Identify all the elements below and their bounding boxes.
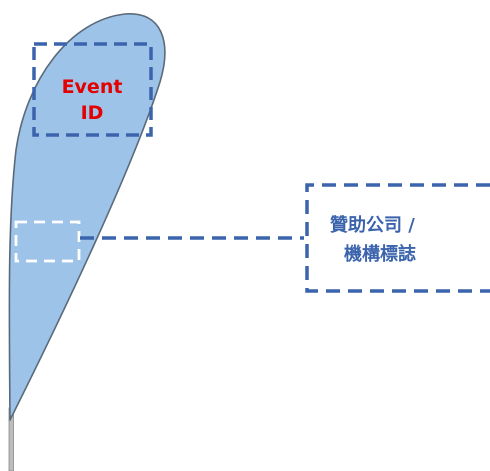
- logo-placement-dashed-box: [14, 220, 81, 263]
- event-id-label-line1: Event: [62, 76, 123, 98]
- sponsor-logo-dashed-box: [305, 183, 490, 293]
- teardrop-flag-body: [8, 13, 166, 421]
- event-id-label-line2: ID: [81, 102, 104, 124]
- event-id-dashed-box: [32, 42, 153, 137]
- sponsor-label-line1: 贊助公司 /: [330, 214, 415, 236]
- sponsor-label-line2: 機構標誌: [344, 243, 416, 265]
